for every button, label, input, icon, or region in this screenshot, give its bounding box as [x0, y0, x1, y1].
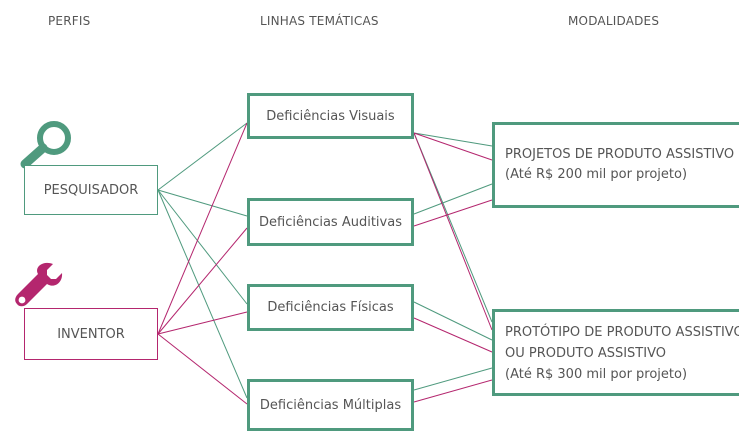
pesquisador-visuais-link — [157, 122, 248, 191]
visuais-projetos-link-green — [413, 132, 493, 147]
inventor-label: INVENTOR — [57, 326, 125, 342]
auditivas-projetos-link-green — [413, 183, 493, 215]
pesquisador-fisicas-link — [157, 189, 248, 305]
inventor-auditivas-link — [157, 227, 248, 335]
visuais-prototipo-link-pink — [413, 132, 493, 331]
projetos-value: (Até R$ 200 mil por projeto) — [505, 167, 688, 182]
inventor-multiplas-link — [157, 333, 248, 405]
modalidade-projetos-box: PROJETOS DE PRODUTO ASSISTIVO (Até R$ 20… — [492, 122, 739, 208]
linha-visuais-label: Deficiências Visuais — [266, 108, 395, 124]
inventor-box: INVENTOR — [24, 308, 158, 360]
pesquisador-auditivas-link — [157, 189, 248, 217]
linha-visuais-box: Deficiências Visuais — [247, 93, 414, 139]
multiplas-prototipo-link-pink — [413, 379, 493, 403]
linha-multiplas-label: Deficiências Múltiplas — [259, 397, 402, 413]
linhas-tematicas-header: LINHAS TEMÁTICAS — [260, 14, 379, 28]
auditivas-projetos-link-pink — [413, 199, 493, 227]
projetos-title: PROJETOS DE PRODUTO ASSISTIVO — [505, 147, 735, 162]
fisicas-prototipo-link-pink — [413, 317, 493, 353]
modalidades-header: MODALIDADES — [568, 14, 660, 28]
visuais-projetos-link-pink — [413, 132, 493, 161]
linha-auditivas-box: Deficiências Auditivas — [247, 198, 414, 246]
green-connectors — [157, 122, 493, 399]
modalidade-prototipo-box: PROTÓTIPO DE PRODUTO ASSISTIVO OU PRODUT… — [492, 309, 739, 396]
multiplas-prototipo-link-green — [413, 367, 493, 391]
pesquisador-label: PESQUISADOR — [43, 182, 139, 198]
magnifier-icon — [20, 121, 71, 169]
linha-fisicas-label: Deficiências Físicas — [267, 300, 394, 315]
linha-fisicas-box: Deficiências Físicas — [247, 284, 414, 331]
linha-auditivas-label: Deficiências Auditivas — [259, 214, 402, 230]
linha-multiplas-box: Deficiências Múltiplas — [247, 379, 414, 431]
pesquisador-multiplas-link — [157, 189, 248, 399]
pesquisador-box: PESQUISADOR — [24, 165, 158, 215]
inventor-visuais-link — [157, 122, 248, 335]
prototipo-value: (Até R$ 300 mil por projeto) — [505, 367, 688, 382]
fisicas-prototipo-link-green — [413, 301, 493, 341]
perfis-header: PERFIS — [48, 14, 91, 28]
prototipo-subtitle: OU PRODUTO ASSISTIVO — [505, 346, 666, 361]
pink-connectors — [157, 122, 493, 405]
wrench-icon — [15, 262, 63, 307]
inventor-fisicas-link — [157, 311, 248, 335]
prototipo-title: PROTÓTIPO DE PRODUTO ASSISTIVO — [505, 325, 739, 340]
